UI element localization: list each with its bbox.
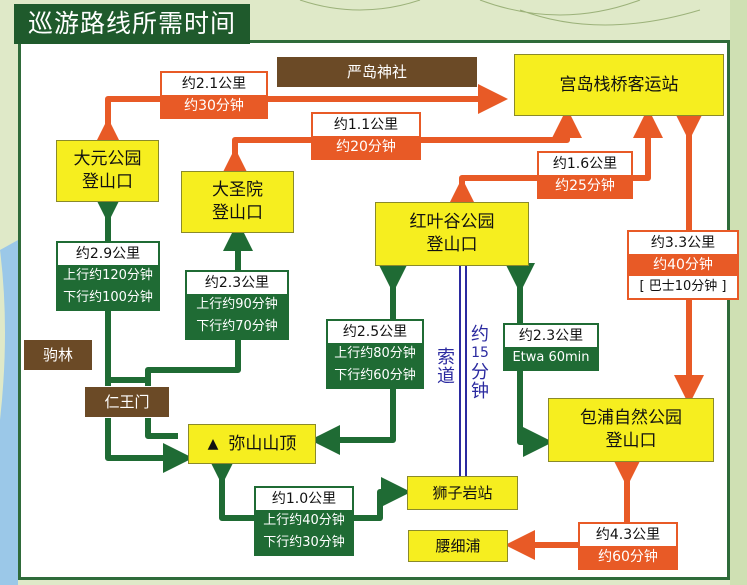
ropeway-time: 约 15 分 钟: [468, 325, 492, 401]
distance-pier-tsutsumigaura: 约3.3公里: [629, 232, 737, 254]
misen-summit-label: 弥山山顶: [228, 433, 297, 454]
ropeway-time-2: 15: [471, 345, 489, 361]
uphill-omoto-summit: 上行约120分钟: [63, 268, 153, 283]
route-label-tsutsumigaura-koshibosoura: 约4.3公里 约60分钟: [578, 522, 678, 570]
niomon: 仁王门: [84, 386, 170, 418]
koshibosoura-label: 腰细浦: [435, 536, 481, 555]
route-label-pier-daishoin: 约1.1公里 约20分钟: [311, 112, 421, 160]
omoto-trailhead-label-2: 登山口: [82, 172, 133, 192]
downhill-omoto-summit: 下行约100分钟: [63, 290, 153, 305]
misen-summit: ▲ 弥山山顶: [188, 424, 316, 464]
ropeway-time-3: 分: [471, 362, 489, 383]
route-label-daishoin-summit: 约2.3公里 上行约90分钟 下行约70分钟: [185, 270, 289, 340]
time-pier-daishoin: 约20分钟: [313, 136, 419, 158]
route-label-pier-tsutsumigaura: 约3.3公里 约40分钟 [ 巴士10分钟 ]: [627, 230, 739, 300]
time-momijidani-tsutsumigaura: Etwa 60min: [512, 350, 590, 365]
distance-pier-momijidani: 约1.6公里: [539, 153, 631, 175]
page-title: 巡游路线所需时间: [14, 4, 251, 44]
daishoin-trailhead-label-2: 登山口: [212, 203, 263, 223]
niomon-label: 仁王门: [104, 392, 150, 411]
mountain-peak-icon: ▲: [207, 435, 219, 452]
tsutsumigaura-trailhead-label-2: 登山口: [605, 431, 657, 451]
ropeway-time-1: 约: [471, 324, 489, 345]
distance-omoto-summit: 约2.9公里: [58, 243, 158, 265]
miyajima-pier: 宫岛栈桥客运站: [514, 54, 724, 116]
itsukushima-shrine: 严岛神社: [276, 56, 478, 88]
route-line-pier-omoto: [93, 84, 508, 148]
daishoin-trailhead: 大圣院 登山口: [181, 171, 294, 233]
ropeway-label-char-1: 索: [437, 347, 455, 368]
distance-tsutsumigaura-koshibosoura: 约4.3公里: [580, 524, 676, 546]
time-tsutsumigaura-koshibosoura: 约60分钟: [580, 546, 676, 568]
downhill-daishoin-summit: 下行约70分钟: [196, 319, 278, 334]
distance-momijidani-summit: 约2.5公里: [328, 321, 422, 343]
momijidani-trailhead-label-2: 登山口: [426, 235, 478, 255]
itsukushima-shrine-label: 严岛神社: [346, 62, 407, 81]
distance-daishoin-summit: 约2.3公里: [187, 272, 287, 294]
miyajima-pier-label: 宫岛栈桥客运站: [559, 74, 679, 95]
distance-momijidani-tsutsumigaura: 约2.3公里: [505, 325, 597, 347]
daishoin-trailhead-label-1: 大圣院: [212, 180, 263, 201]
koshibosoura: 腰细浦: [408, 530, 508, 562]
route-line-summit-shishiiwa: [207, 455, 411, 521]
distance-summit-shishiiwa: 约1.0公里: [256, 488, 352, 510]
distance-pier-daishoin: 约1.1公里: [313, 114, 419, 136]
distance-pier-omoto: 约2.1公里: [162, 73, 266, 95]
uphill-daishoin-summit: 上行约90分钟: [196, 297, 278, 312]
time-pier-omoto: 约30分钟: [162, 95, 266, 117]
tsutsumigaura-trailhead-label-1: 包浦自然公园: [580, 408, 682, 429]
shishiiwa-station-label: 狮子岩站: [432, 483, 493, 502]
komabayashi: 驹林: [23, 339, 93, 371]
time-pier-momijidani: 约25分钟: [539, 175, 631, 197]
omoto-trailhead: 大元公园 登山口: [56, 140, 159, 202]
uphill-momijidani-summit: 上行约80分钟: [334, 346, 416, 361]
bus-pier-tsutsumigaura: [ 巴士10分钟 ]: [629, 276, 737, 298]
momijidani-trailhead: 红叶谷公园 登山口: [375, 202, 529, 266]
ropeway-label: 索 道: [436, 348, 456, 386]
downhill-momijidani-summit: 下行约60分钟: [334, 368, 416, 383]
momijidani-trailhead-label-1: 红叶谷公园: [409, 212, 495, 233]
route-label-momijidani-tsutsumigaura: 约2.3公里 Etwa 60min: [503, 323, 599, 371]
komabayashi-label: 驹林: [42, 345, 73, 364]
ropeway-label-char-2: 道: [437, 366, 455, 387]
uphill-summit-shishiiwa: 上行约40分钟: [263, 513, 345, 528]
route-label-pier-momijidani: 约1.6公里 约25分钟: [537, 151, 633, 199]
route-label-omoto-summit: 约2.9公里 上行约120分钟 下行约100分钟: [56, 241, 160, 311]
time-pier-tsutsumigaura: 约40分钟: [629, 254, 737, 276]
route-label-summit-shishiiwa: 约1.0公里 上行约40分钟 下行约30分钟: [254, 486, 354, 556]
route-label-momijidani-summit: 约2.5公里 上行约80分钟 下行约60分钟: [326, 319, 424, 389]
shishiiwa-station: 狮子岩站: [407, 476, 518, 510]
tsutsumigaura-trailhead: 包浦自然公园 登山口: [548, 398, 714, 462]
downhill-summit-shishiiwa: 下行约30分钟: [263, 535, 345, 550]
route-label-pier-omoto: 约2.1公里 约30分钟: [160, 71, 268, 119]
omoto-trailhead-label-1: 大元公园: [73, 149, 142, 170]
ropeway-time-4: 钟: [471, 381, 489, 402]
